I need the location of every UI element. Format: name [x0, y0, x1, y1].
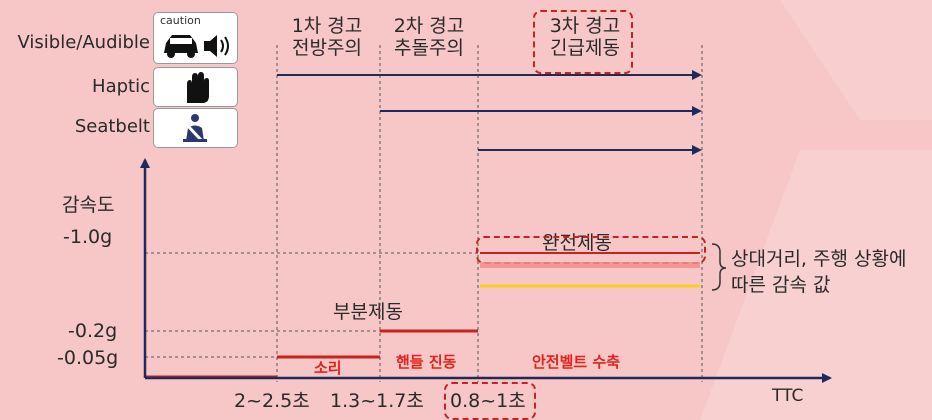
phase-3-header: 3차 경고 긴급제동 [537, 15, 633, 59]
y-tick-005g: -0.05g [57, 347, 119, 369]
phase-3-highlight-box [533, 10, 633, 74]
y-tick-02g: -0.2g [68, 320, 118, 342]
phase-3-title: 3차 경고 [549, 15, 621, 37]
channel-label-seatbelt: Seatbelt [74, 116, 150, 137]
caution-label: caution [160, 14, 201, 27]
haptic-icon-box [153, 67, 238, 107]
handle-vibration-label: 핸들 진동 [396, 353, 457, 371]
full-braking-pink-band [480, 262, 700, 268]
channel-label-visible-audible: Visible/Audible [17, 32, 150, 53]
phase-2-subtitle: 추돌주의 [394, 37, 464, 59]
x-tick-highlight-box [444, 382, 536, 420]
x-tick-0.8-1s: 0.8~1초 [450, 390, 526, 412]
note-line-2: 따른 감속 값 [731, 274, 831, 296]
range-brace [711, 243, 727, 291]
x-axis-title: TTC [772, 386, 804, 406]
channel-label-haptic: Haptic [92, 76, 150, 97]
partial-braking-label: 부분제동 [333, 301, 403, 323]
phase-2-header: 2차 경고 추돌주의 [381, 15, 477, 59]
x-tick-1.3-1.7s: 1.3~1.7초 [330, 390, 424, 412]
phase-1-title: 1차 경고 [291, 15, 363, 37]
note-line-1: 상대거리, 주행 상황에 [731, 248, 907, 270]
seatbelt-icon-box [153, 108, 238, 148]
phase-1-subtitle: 전방주의 [292, 37, 362, 59]
y-axis-title: 감속도 [62, 194, 115, 216]
x-tick-2-2.5s: 2~2.5초 [234, 390, 310, 412]
phase-1-header: 1차 경고 전방주의 [279, 15, 375, 59]
sound-label: 소리 [314, 359, 342, 377]
phase-3-subtitle: 긴급제동 [550, 37, 620, 59]
speaker-icon [204, 35, 229, 57]
phase-2-title: 2차 경고 [393, 15, 465, 37]
visible-audible-icon-box: caution [153, 12, 238, 64]
hand-icon [187, 72, 209, 103]
y-tick-1g: -1.0g [63, 226, 113, 248]
seatbelt-tension-label: 안전벨트 수축 [532, 353, 621, 371]
seatbelt-icon [183, 114, 207, 143]
car-warning-icon [164, 35, 198, 58]
